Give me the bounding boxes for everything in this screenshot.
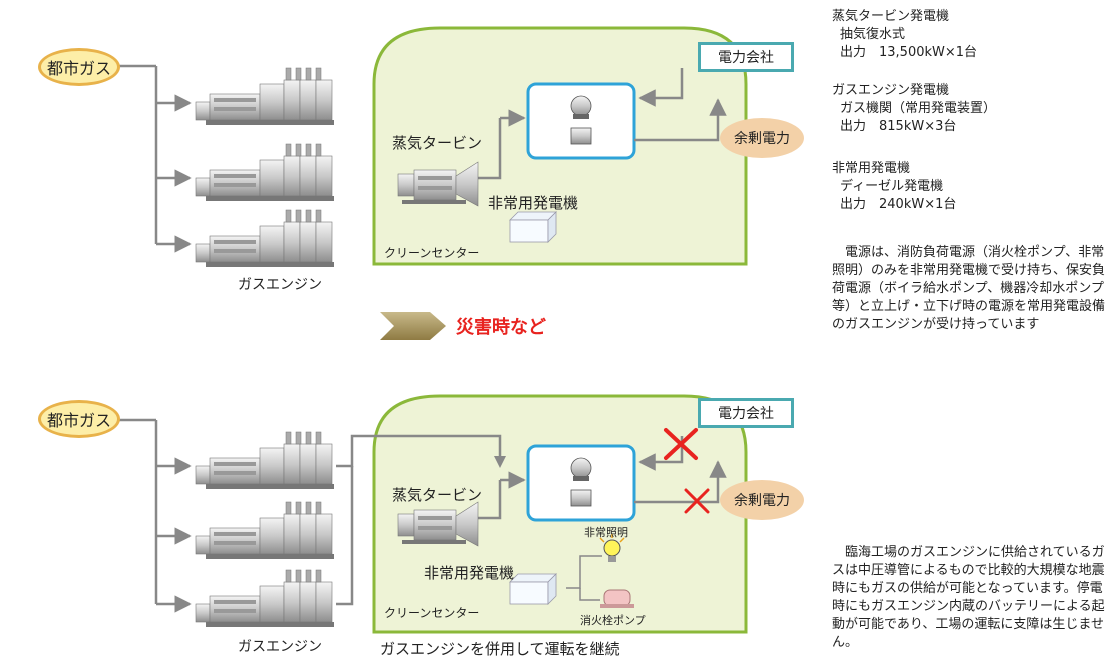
surplus-cut-cross-icon xyxy=(684,488,710,514)
top-turbine-label: 蒸気タービン xyxy=(392,134,483,152)
top-emergency-generator-box xyxy=(509,211,557,243)
emergency-spec-title: 非常用発電機 xyxy=(832,161,911,176)
utility-cut-cross-icon xyxy=(664,428,698,460)
emergency-spec-output: 出力 240kW×1台 xyxy=(840,197,957,212)
top-surplus-label: 余剰電力 xyxy=(734,131,790,147)
top-utility-box: 電力会社 xyxy=(698,42,794,72)
top-gas-source: 都市ガス xyxy=(38,48,120,86)
bottom-turbine-label: 蒸気タービン xyxy=(392,486,483,504)
bottom-utility-box: 電力会社 xyxy=(698,398,794,428)
bottom-utility-label: 電力会社 xyxy=(718,406,774,422)
bottom-gas-engine-1 xyxy=(195,431,335,490)
gas-spec-title: ガスエンジン発電機 xyxy=(832,83,950,98)
emergency-light-label: 非常照明 xyxy=(584,526,628,539)
steam-spec-title: 蒸気タービン発電機 xyxy=(832,9,950,24)
gas-spec-type: ガス機関（常用発電装置） xyxy=(840,101,997,116)
emergency-light-icon xyxy=(599,534,625,562)
emergency-spec-type: ディーゼル発電機 xyxy=(840,179,944,194)
bottom-emergency-generator-box xyxy=(509,573,557,605)
steam-spec-type: 抽気復水式 xyxy=(840,27,906,42)
transition-arrow xyxy=(380,312,446,340)
top-surplus-oval: 余剰電力 xyxy=(720,118,804,158)
top-engine-label: ガスエンジン xyxy=(238,277,322,293)
disaster-label: 災害時など xyxy=(456,317,546,338)
bottom-caption: ガスエンジンを併用して運転を継続 xyxy=(380,640,620,658)
steam-spec: 蒸気タービン発電機 抽気復水式 出力 13,500kW×1台 xyxy=(832,8,977,62)
top-emergency-gen-label: 非常用発電機 xyxy=(488,194,579,212)
hydrant-pump-label: 消火栓ポンプ xyxy=(580,614,646,627)
top-utility-label: 電力会社 xyxy=(718,50,774,66)
top-generator xyxy=(526,82,636,160)
bottom-engine-label: ガスエンジン xyxy=(238,639,322,655)
top-gas-engine-3 xyxy=(195,209,335,268)
top-gas-engine-1 xyxy=(195,67,335,126)
bottom-surplus-oval: 余剰電力 xyxy=(720,480,804,520)
bottom-gas-source-label: 都市ガス xyxy=(46,411,111,430)
top-gas-engine-2 xyxy=(195,143,335,202)
gas-spec-output: 出力 815kW×3台 xyxy=(840,119,957,134)
bottom-gas-engine-2 xyxy=(195,501,335,560)
hydrant-pump-icon xyxy=(600,589,634,608)
paragraph-power-source: 電源は、消防負荷電源（消火栓ポンプ、非常照明）のみを非常用発電機で受け持ち、保安… xyxy=(832,245,1106,332)
top-gas-source-label: 都市ガス xyxy=(46,59,111,78)
paragraph-gas-supply: 臨海工場のガスエンジンに供給されているガスは中圧導管によるもので比較的大規模な地… xyxy=(832,545,1105,650)
bottom-gas-engine-3 xyxy=(195,569,335,628)
bottom-gas-source: 都市ガス xyxy=(38,400,120,438)
emergency-spec: 非常用発電機 ディーゼル発電機 出力 240kW×1台 xyxy=(832,160,956,214)
steam-spec-output: 出力 13,500kW×1台 xyxy=(840,45,978,60)
top-center-label: クリーンセンター xyxy=(384,246,480,260)
bottom-center-label: クリーンセンター xyxy=(384,606,480,620)
bottom-surplus-label: 余剰電力 xyxy=(734,493,790,509)
gas-spec: ガスエンジン発電機 ガス機関（常用発電装置） 出力 815kW×3台 xyxy=(832,82,996,136)
bottom-emergency-gen-label: 非常用発電機 xyxy=(424,564,515,582)
bottom-generator xyxy=(526,444,636,522)
